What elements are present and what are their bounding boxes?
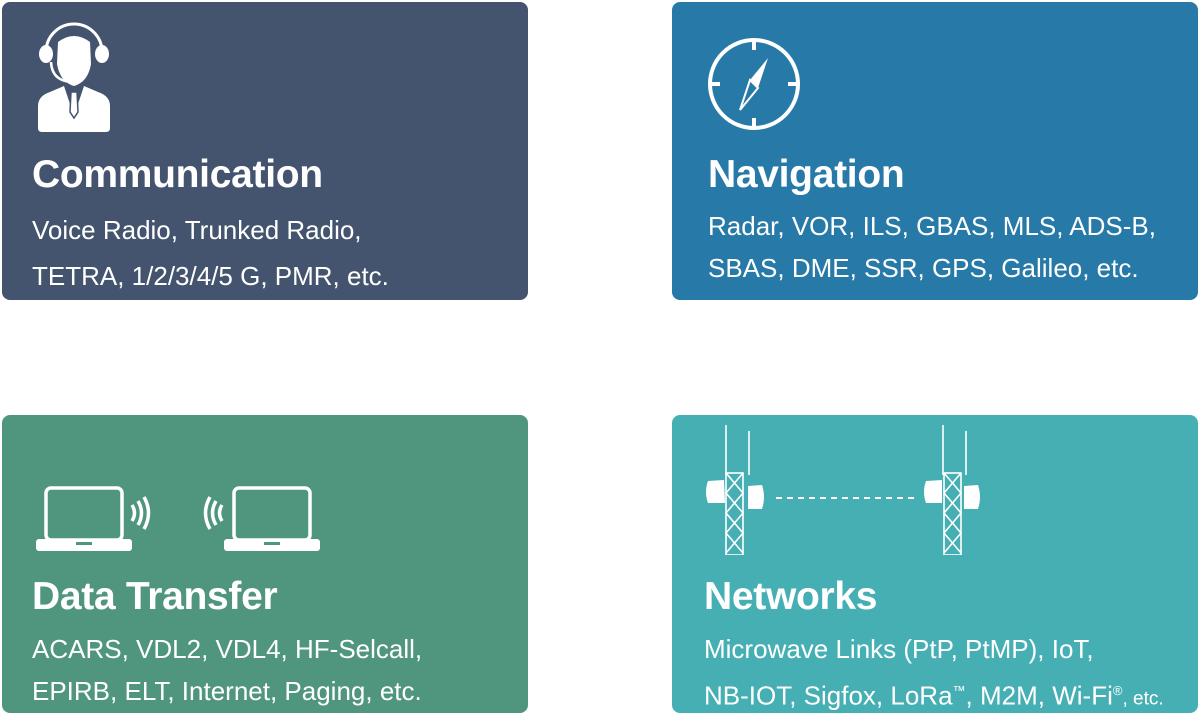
- card-description: Radar, VOR, ILS, GBAS, MLS, ADS-B, SBAS,…: [708, 205, 1156, 289]
- laptops-wireless-icon: [36, 486, 320, 551]
- description-line: Voice Radio, Trunked Radio,: [32, 215, 362, 245]
- card-communication: Communication Voice Radio, Trunked Radio…: [2, 2, 528, 300]
- card-navigation: Navigation Radar, VOR, ILS, GBAS, MLS, A…: [672, 2, 1198, 300]
- description-line: EPIRB, ELT, Internet, Paging, etc.: [32, 676, 422, 706]
- card-description: ACARS, VDL2, VDL4, HF-Selcall, EPIRB, EL…: [32, 628, 422, 712]
- card-title: Data Transfer: [32, 575, 278, 618]
- card-networks: Networks Microwave Links (PtP, PtMP), Io…: [672, 415, 1198, 713]
- description-line: SBAS, DME, SSR, GPS, Galileo, etc.: [708, 253, 1139, 283]
- description-line: NB-IOT, Sigfox, LoRa™, M2M, Wi-Fi®, etc.: [704, 670, 1164, 721]
- text-segment: NB-IOT, Sigfox, LoRa: [704, 680, 953, 711]
- text-segment: , etc.: [1122, 688, 1164, 710]
- description-line: Microwave Links (PtP, PtMP), IoT,: [704, 634, 1094, 664]
- card-title: Communication: [32, 153, 323, 196]
- card-title: Navigation: [708, 153, 905, 196]
- description-line: ACARS, VDL2, VDL4, HF-Selcall,: [32, 634, 423, 664]
- description-line: Radar, VOR, ILS, GBAS, MLS, ADS-B,: [708, 211, 1156, 241]
- card-data-transfer: Data Transfer ACARS, VDL2, VDL4, HF-Selc…: [2, 415, 528, 713]
- compass-icon: [708, 38, 800, 130]
- trademark-mark: ™: [952, 683, 966, 698]
- card-title: Networks: [704, 575, 878, 618]
- headset-person-icon: [38, 22, 110, 132]
- card-description: Microwave Links (PtP, PtMP), IoT, NB-IOT…: [704, 628, 1164, 721]
- registered-mark: ®: [1112, 683, 1123, 698]
- microwave-towers-icon: [706, 425, 980, 555]
- description-line: TETRA, 1/2/3/4/5 G, PMR, etc.: [32, 261, 389, 291]
- text-segment: , M2M, Wi-Fi: [965, 680, 1113, 711]
- card-description: Voice Radio, Trunked Radio, TETRA, 1/2/3…: [32, 207, 389, 299]
